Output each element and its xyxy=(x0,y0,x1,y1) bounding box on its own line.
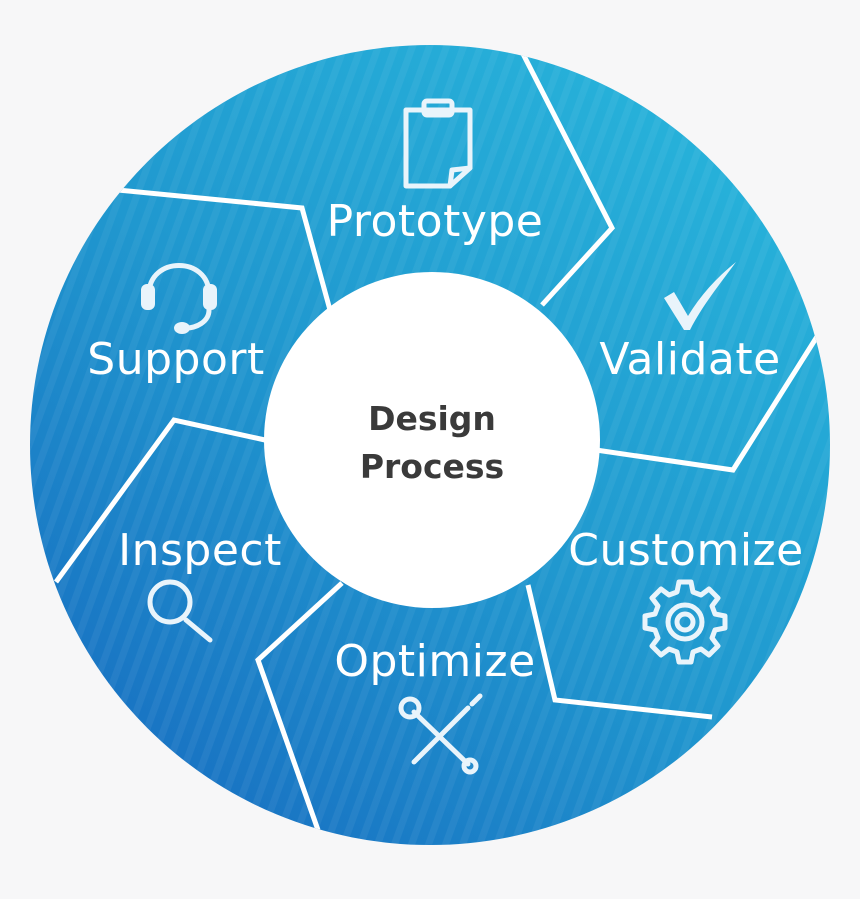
segment-label-optimize: Optimize xyxy=(334,636,535,687)
segment-validate[interactable]: Validate xyxy=(599,262,780,385)
separator-inspect-support xyxy=(53,417,266,584)
segment-label-inspect: Inspect xyxy=(118,525,282,576)
segment-prototype[interactable]: Prototype xyxy=(327,98,544,247)
headset-icon xyxy=(141,263,217,334)
separator-optimize-inspect xyxy=(255,581,344,831)
clipboard-icon xyxy=(403,98,473,189)
center-circle xyxy=(264,272,600,608)
separator-validate-customize xyxy=(595,333,821,473)
segment-label-validate: Validate xyxy=(599,334,780,385)
segment-support[interactable]: Support xyxy=(87,263,264,386)
segment-label-support: Support xyxy=(87,334,264,385)
center-title-line1: Design xyxy=(368,399,496,438)
checkmark-icon xyxy=(664,262,736,330)
segment-inspect[interactable]: Inspect xyxy=(118,525,282,643)
separator-prototype-validate xyxy=(517,46,616,307)
magnifier-icon xyxy=(147,579,213,643)
segment-label-customize: Customize xyxy=(568,525,803,576)
center-title-line2: Process xyxy=(360,447,504,486)
segment-separators xyxy=(53,46,821,831)
separator-customize-optimize xyxy=(525,584,713,720)
segment-customize[interactable]: Customize xyxy=(568,525,803,665)
segment-optimize[interactable]: Optimize xyxy=(334,636,535,775)
segment-label-prototype: Prototype xyxy=(327,196,544,247)
gear-icon xyxy=(642,579,728,665)
tools-icon xyxy=(398,693,483,775)
separator-support-prototype xyxy=(117,187,333,311)
